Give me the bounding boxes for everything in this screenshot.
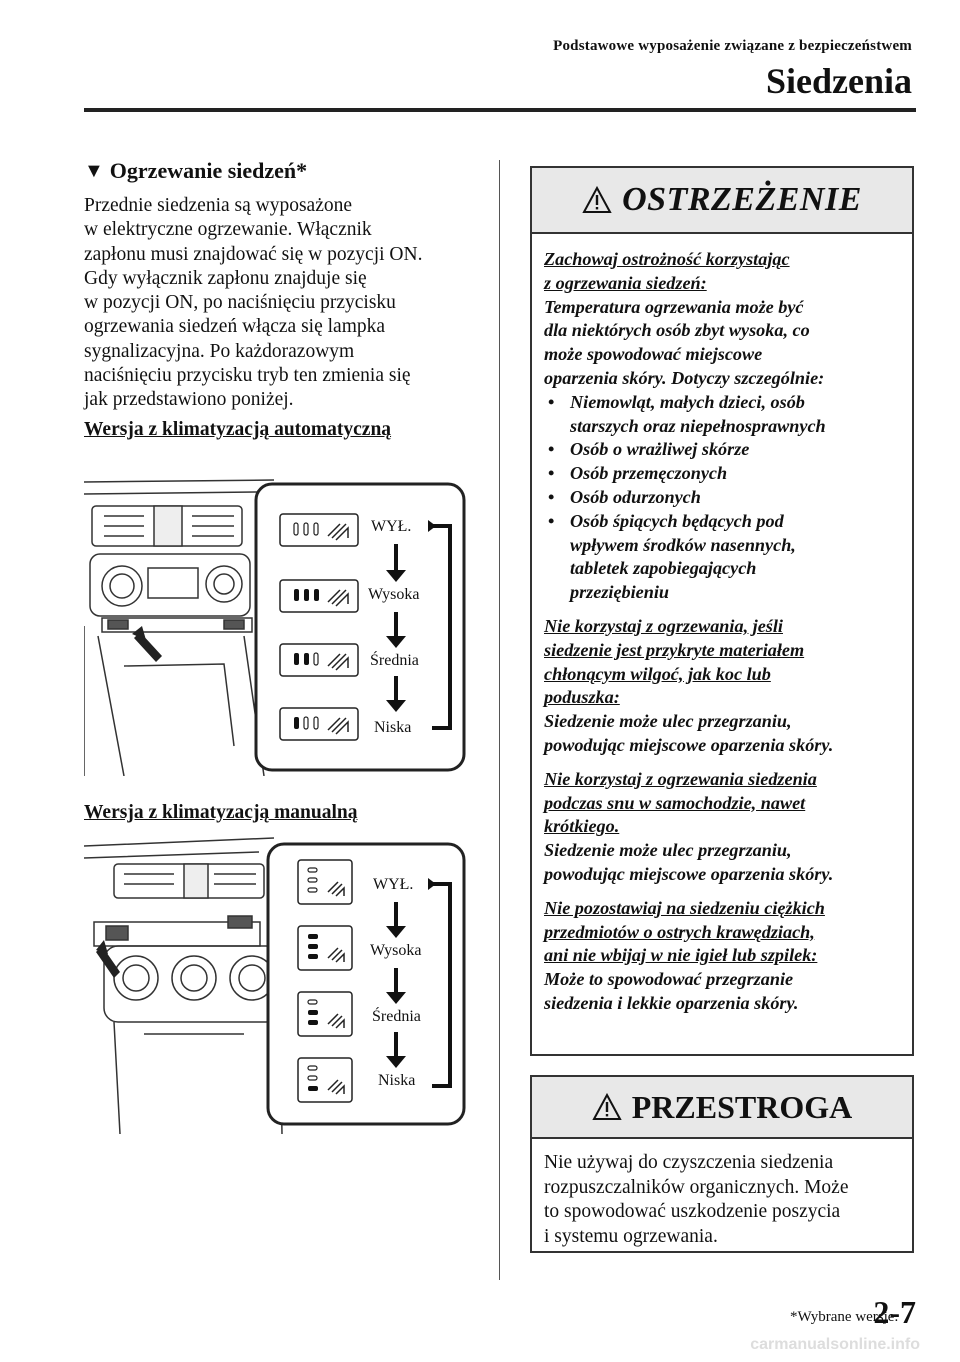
variant-manual-heading: Wersja z klimatyzacją manualną <box>84 802 358 823</box>
warning-heading-line: podczas snu w samochodzie, nawet <box>544 792 806 813</box>
warning-heading-line: z ogrzewania siedzeń: <box>544 272 707 293</box>
warning-heading-line: Nie korzystaj z ogrzewania siedzenia <box>544 768 817 789</box>
intro-line: Przednie siedzenia są wyposażone <box>84 195 353 216</box>
header-subtitle: Podstawowe wyposażenie związane z bezpie… <box>553 38 912 54</box>
warning-title: OSTRZEŻENIE <box>622 181 862 218</box>
warning-bullet: Osób śpiących będących pod wpływem środk… <box>544 510 902 605</box>
warning-text-line: Siedzenie może ulec przegrzaniu, <box>544 840 792 861</box>
bullet-line: Osób o wrażliwej skórze <box>570 439 750 460</box>
caution-body: Nie używaj do czyszczenia siedzenia rozp… <box>532 1139 912 1249</box>
caution-title: PRZESTROGA <box>631 1088 853 1125</box>
caution-line: to spowodować uszkodzenie poszycia <box>544 1201 841 1222</box>
bullet-line: Osób śpiących będących pod <box>570 510 784 531</box>
intro-line: zapłonu musi znajdować się w pozycji ON. <box>84 243 423 265</box>
warning-text-line: Może to spowodować przegrzanie <box>544 969 794 990</box>
bullet-line: starszych oraz niepełnosprawnych <box>570 415 826 436</box>
mode-label-mid: Średnia <box>372 1008 421 1025</box>
bullet-line: Niemowląt, małych dzieci, osób <box>570 391 805 412</box>
warning-heading-line: siedzenie jest przykryte materiałem <box>544 639 805 660</box>
left-column: ▼ Ogrzewanie siedzeń* Przednie siedzenia… <box>84 158 484 441</box>
bullet-line: przeziębieniu <box>570 582 670 603</box>
caution-triangle-icon <box>592 1093 622 1120</box>
intro-line: w pozycji ON, po naciśnięciu przycisku <box>84 292 396 314</box>
intro-line: ogrzewania siedzeń włącza się lampka <box>84 316 386 338</box>
warning-text-line: Siedzenie może ulec przegrzaniu, <box>544 711 792 732</box>
section-heading: ▼ Ogrzewanie siedzeń* <box>84 158 484 184</box>
left-column-lower: Wersja z klimatyzacją manualną <box>84 796 484 824</box>
warning-text-line: siedzenia i lekkie oparzenia skóry. <box>544 992 799 1013</box>
intro-line: jak przedstawiono poniżej. <box>84 389 294 411</box>
illustration-manual-ac: WYŁ. Wysoka Średnia Niska <box>84 834 468 1134</box>
warning-triangle-icon <box>582 186 612 213</box>
mode-label-high: Wysoka <box>370 942 422 959</box>
warning-header: OSTRZEŻENIE <box>532 168 912 234</box>
warning-heading-line: Nie korzystaj z ogrzewania, jeśli <box>544 615 783 636</box>
dashboard-manual-drawing <box>84 837 466 1134</box>
warning-heading-line: Zachowaj ostrożność korzystając <box>544 249 790 269</box>
warning-text-line: może spowodować miejscowe <box>544 344 763 365</box>
bullet-line: wpływem środków nasennych, <box>570 534 796 555</box>
column-divider <box>499 160 500 1280</box>
watermark: carmanualsonline.info <box>750 1336 920 1353</box>
warning-bullet-list: Niemowląt, małych dzieci, osób starszych… <box>544 391 902 605</box>
caution-line: rozpuszczalników organicznych. Może <box>544 1176 849 1198</box>
warning-box: OSTRZEŻENIE Zachowaj ostrożność korzysta… <box>530 166 914 1056</box>
warning-block-3: Nie korzystaj z ogrzewania siedzenia pod… <box>544 768 902 887</box>
warning-bullet: Niemowląt, małych dzieci, osób starszych… <box>544 391 902 439</box>
warning-bullet: Osób przemęczonych <box>544 462 902 486</box>
warning-text-line: powodując miejscowe oparzenia skóry. <box>544 734 834 755</box>
mode-label-high: Wysoka <box>368 586 420 603</box>
intro-line: w elektryczne ogrzewanie. Włącznik <box>84 219 372 241</box>
warning-block-1: Zachowaj ostrożność korzystając z ogrzew… <box>544 248 902 605</box>
warning-heading-line: chłonącym wilgoć, jak koc lub <box>544 663 771 684</box>
triangle-marker-icon: ▼ <box>84 159 104 182</box>
bullet-line: tabletek zapobiegających <box>570 558 757 579</box>
page-number: 2-7 <box>873 1294 916 1330</box>
mode-label-low: Niska <box>374 719 412 736</box>
warning-heading-line: krótkiego. <box>544 816 620 837</box>
dashboard-auto-drawing <box>84 479 466 776</box>
mode-label-low: Niska <box>378 1072 416 1089</box>
mode-label-off: WYŁ. <box>371 518 412 535</box>
footnote: *Wybrane wersje. <box>790 1309 899 1325</box>
illustration-auto-ac: WYŁ. Wysoka Średnia Niska <box>84 476 468 776</box>
intro-line: naciśnięciu przycisku tryb ten zmienia s… <box>84 365 411 387</box>
page-title: Siedzenia <box>765 61 912 101</box>
warning-text-line: Temperatura ogrzewania może być <box>544 296 804 317</box>
warning-text-line: dla niektórych osób zbyt wysoka, co <box>544 320 810 341</box>
bullet-line: Osób przemęczonych <box>570 463 728 484</box>
warning-block-4: Nie pozostawiaj na siedzeniu ciężkich pr… <box>544 897 902 1016</box>
warning-bullet: Osób o wrażliwej skórze <box>544 438 902 462</box>
mode-label-mid: Średnia <box>370 652 419 669</box>
warning-block-2: Nie korzystaj z ogrzewania, jeśli siedze… <box>544 615 902 758</box>
variant-auto-heading: Wersja z klimatyzacją automatyczną <box>84 418 392 440</box>
warning-text-line: oparzenia skóry. Dotyczy szczególnie: <box>544 367 825 388</box>
section-title: Ogrzewanie siedzeń* <box>109 158 308 183</box>
warning-heading-line: Nie pozostawiaj na siedzeniu ciężkich <box>544 897 825 918</box>
caution-line: Nie używaj do czyszczenia siedzenia <box>544 1152 834 1173</box>
intro-paragraph: Przednie siedzenia są wyposażone w elekt… <box>84 194 484 413</box>
warning-bullet: Osób odurzonych <box>544 486 902 510</box>
intro-line: sygnalizacyjna. Po każdorazowym <box>84 340 355 362</box>
warning-heading-line: ani nie wbijaj w nie igieł lub szpilek: <box>544 945 818 966</box>
warning-body: Zachowaj ostrożność korzystając z ogrzew… <box>532 234 912 1016</box>
caution-box: PRZESTROGA Nie używaj do czyszczenia sie… <box>530 1075 914 1253</box>
bullet-line: Osób odurzonych <box>570 486 701 507</box>
header-rule <box>84 108 916 112</box>
warning-heading-line: przedmiotów o ostrych krawędziach, <box>544 921 815 942</box>
warning-text-line: powodując miejscowe oparzenia skóry. <box>544 863 834 884</box>
intro-line: Gdy wyłącznik zapłonu znajduje się <box>84 267 367 289</box>
warning-heading-line: poduszka: <box>544 687 620 708</box>
mode-label-off: WYŁ. <box>373 876 414 893</box>
caution-line: i systemu ogrzewania. <box>544 1225 718 1247</box>
caution-header: PRZESTROGA <box>532 1077 912 1139</box>
